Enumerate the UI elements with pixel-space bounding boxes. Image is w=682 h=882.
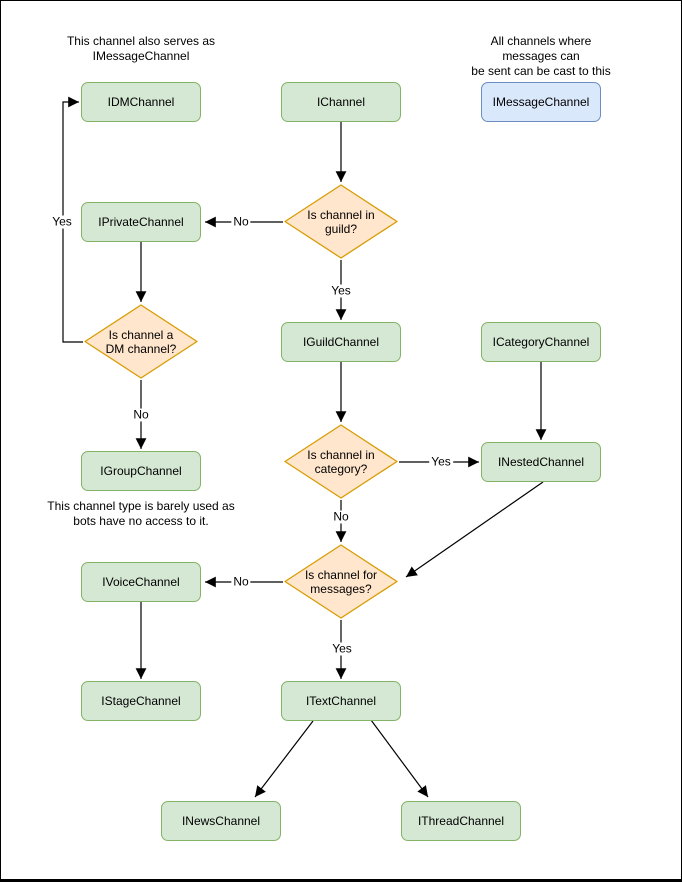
edge-label-guild-yes: Yes [329,283,353,298]
node-itextchannel: ITextChannel [281,681,401,721]
diamond-shape [284,184,398,259]
node-iguildchannel: IGuildChannel [281,322,401,362]
node-iprivatechannel: IPrivateChannel [81,202,201,242]
decision-label: Is channel in guild? [307,207,375,236]
diamond-shape [284,544,398,619]
decision-is-channel-a-dm: Is channel a DM channel? [84,304,198,379]
decision-is-channel-for-messages: Is channel for messages? [284,544,398,619]
decision-is-channel-in-category: Is channel in category? [284,424,398,499]
note-imessage-cast: All channels where messages can be sent … [471,34,611,93]
node-imessagechannel: IMessageChannel [481,82,601,122]
diamond-shape [284,424,398,499]
decision-label: Is channel for messages? [304,567,378,596]
node-inewschannel: INewsChannel [161,801,281,841]
edge-label-messages-no: No [231,574,251,589]
node-ichannel: IChannel [281,82,401,122]
node-idmchannel: IDMChannel [81,82,201,122]
node-istagechannel: IStageChannel [81,681,201,721]
node-icategorychannel: ICategoryChannel [481,322,601,362]
edge-itext-to-ithread [370,719,429,798]
edge-label-dm-yes: Yes [50,214,74,229]
note-idm-serves-imessage: This channel also serves as IMessageChan… [66,34,216,63]
edge-itext-to-inews [254,720,314,798]
edge-label-guild-no: No [231,214,251,229]
node-ithreadchannel: IThreadChannel [401,801,521,841]
note-igroup-barely-used: This channel type is barely used as bots… [47,499,235,528]
decision-label: Is channel a DM channel? [105,327,177,356]
node-ivoicechannel: IVoiceChannel [81,562,201,602]
decision-is-channel-in-guild: Is channel in guild? [284,184,398,259]
diamond-shape [84,304,198,379]
node-inestedchannel: INestedChannel [481,442,601,482]
edge-inested-to-messages-decision [405,481,544,578]
edge-label-dm-no: No [131,407,151,422]
decision-label: Is channel in category? [307,447,375,476]
edge-label-category-no: No [331,509,351,524]
edge-label-messages-yes: Yes [330,641,354,656]
edge-label-category-yes: Yes [429,454,453,469]
node-igroupchannel: IGroupChannel [81,451,201,491]
